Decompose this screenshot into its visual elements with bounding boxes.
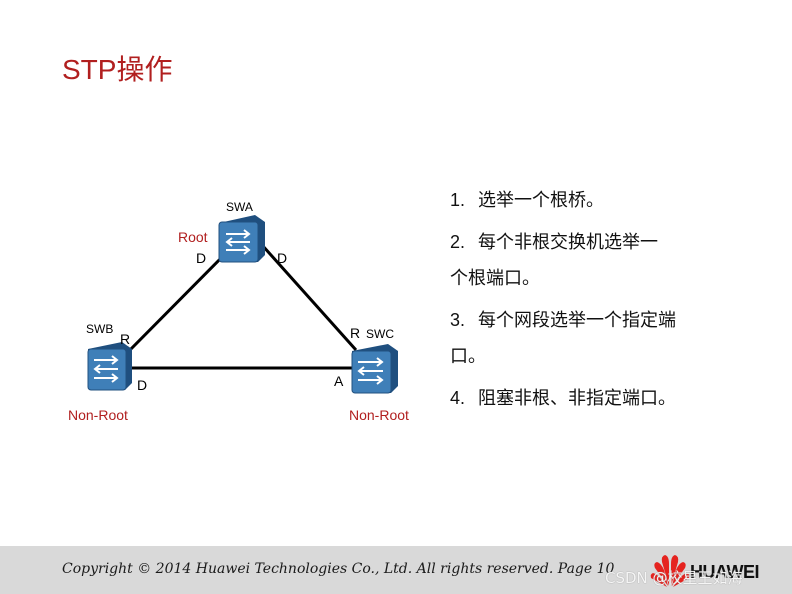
step-text: 阻塞非根、非指定端口。 bbox=[478, 388, 676, 408]
step-item: 2.每个非根交换机选举一个根端口。 bbox=[450, 224, 750, 296]
step-number: 1. bbox=[450, 190, 466, 210]
swb-name: SWB bbox=[86, 322, 113, 336]
switch-swa-icon bbox=[218, 215, 265, 263]
footer-copyright: Copyright © 2014 Huawei Technologies Co.… bbox=[62, 561, 615, 577]
slide-title: STP操作 bbox=[62, 54, 173, 85]
stp-topology-diagram: SWA SWB SWC Root Non-Root Non-Root D D R… bbox=[68, 200, 409, 423]
port-swb-bottom: D bbox=[137, 377, 147, 393]
swa-name: SWA bbox=[226, 200, 253, 214]
csdn-watermark: CSDN @校星王如海 bbox=[605, 569, 743, 587]
step-number: 2. bbox=[450, 232, 466, 252]
steps-list: 1. 选举一个根桥。 2.每个非根交换机选举一个根端口。 3.每个网段选举一个指定… bbox=[450, 182, 750, 416]
swb-role: Non-Root bbox=[68, 407, 128, 423]
step-number: 4. bbox=[450, 388, 466, 408]
port-swa-left: D bbox=[196, 250, 206, 266]
huawei-wordmark: HUAWEI bbox=[690, 562, 760, 582]
step-text: 选举一个根桥。 bbox=[478, 190, 604, 210]
step-text: 每个网段选举一个指定端口。 bbox=[450, 310, 676, 366]
swc-name: SWC bbox=[366, 327, 394, 341]
step-item: 4. 阻塞非根、非指定端口。 bbox=[450, 380, 750, 416]
huawei-logo-icon bbox=[650, 555, 690, 587]
port-swc-top: R bbox=[350, 325, 360, 341]
step-item: 1. 选举一个根桥。 bbox=[450, 182, 750, 218]
step-item: 3.每个网段选举一个指定端口。 bbox=[450, 302, 750, 374]
swc-role: Non-Root bbox=[349, 407, 409, 423]
link-swb-swa bbox=[126, 243, 236, 354]
port-swc-bottom: A bbox=[334, 373, 344, 389]
link-swa-swc bbox=[260, 243, 358, 352]
switch-swc-icon bbox=[351, 344, 398, 394]
step-text: 每个非根交换机选举一个根端口。 bbox=[450, 232, 658, 288]
switch-swb-icon bbox=[87, 342, 132, 391]
port-swa-right: D bbox=[277, 250, 287, 266]
port-swb-top: R bbox=[120, 331, 130, 347]
swa-role: Root bbox=[178, 229, 208, 245]
step-number: 3. bbox=[450, 310, 466, 330]
